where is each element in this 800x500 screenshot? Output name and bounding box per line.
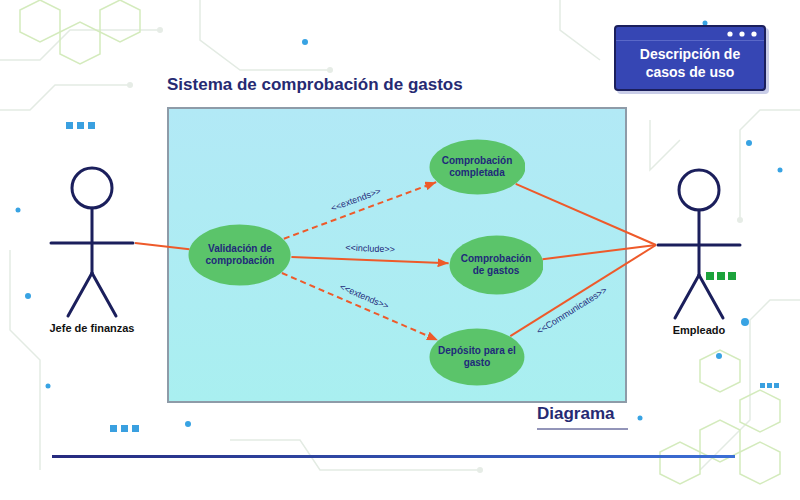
association-line <box>135 243 189 249</box>
actor: Jefe de finanzas <box>49 166 135 334</box>
actor-figure <box>49 166 135 322</box>
actor-name: Empleado <box>636 324 762 336</box>
use-case: Comprobación de gastos <box>449 235 544 295</box>
actor-figure <box>656 168 742 324</box>
association-line <box>284 182 436 239</box>
green-squares <box>706 272 736 280</box>
use-case: Validación de comprobación <box>188 224 291 286</box>
footer-rule <box>52 455 735 458</box>
actor: Empleado <box>656 168 742 336</box>
association-line <box>282 273 438 340</box>
badge-title: Descripción de casos de uso <box>616 41 764 89</box>
use-case-name: Comprobación de gastos <box>457 253 535 277</box>
circuit-lines <box>0 0 800 470</box>
caption-underline <box>537 429 628 430</box>
use-case-name: Comprobación completada <box>438 155 516 179</box>
association-line <box>510 245 656 336</box>
circuit-pads <box>127 27 743 473</box>
hexagon-pattern <box>20 0 780 484</box>
association-line <box>543 245 656 259</box>
system-title: Sistema de comprobación de gastos <box>167 75 463 95</box>
actor-name: Jefe de finanzas <box>29 322 155 334</box>
title-badge: Descripción de casos de uso <box>614 25 766 91</box>
use-case: Depósito para el gasto <box>429 328 525 386</box>
use-case-name: Depósito para el gasto <box>438 345 516 369</box>
association-line <box>516 184 656 245</box>
diagram-caption: Diagrama <box>537 404 614 424</box>
association-line <box>291 257 448 263</box>
use-case: Comprobación completada <box>429 139 526 195</box>
blue-dots <box>16 21 783 428</box>
use-case-name: Validación de comprobación <box>197 243 283 267</box>
window-bar <box>616 27 764 41</box>
system-boundary: Sistema de comprobación de gastosValidac… <box>167 107 627 403</box>
